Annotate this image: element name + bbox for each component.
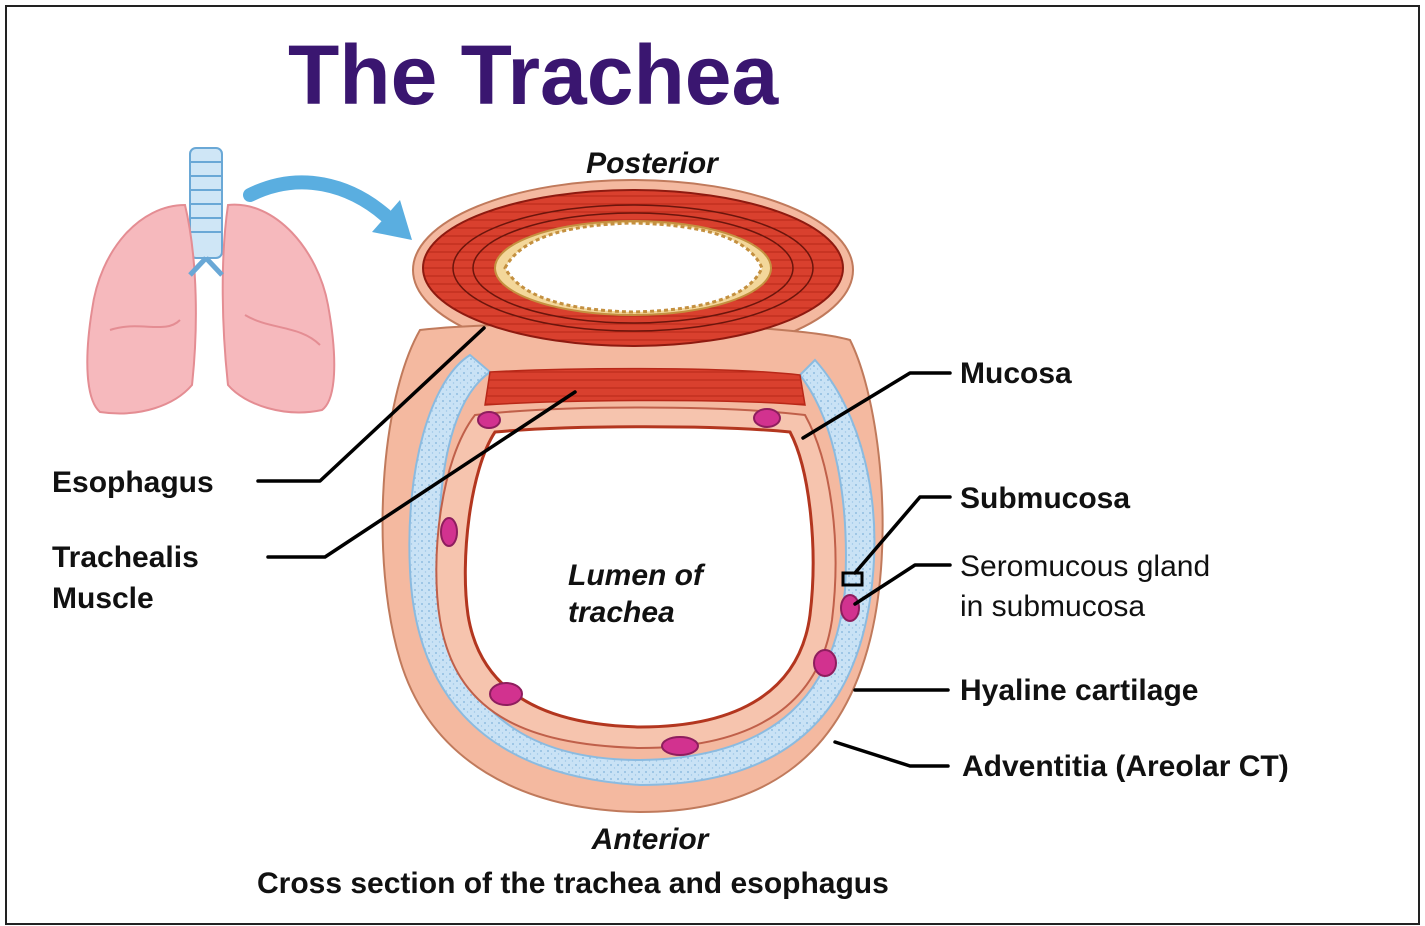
seromucous-gland <box>441 518 457 546</box>
seromucous-gland <box>814 650 836 676</box>
posterior-label: Posterior <box>586 147 720 180</box>
mucosa-label: Mucosa <box>960 357 1072 390</box>
adventitia-leader-line <box>835 742 948 766</box>
page-title: The Trachea <box>288 28 780 122</box>
lumen-label-line2: trachea <box>568 596 675 629</box>
lumen-label-line1: Lumen of <box>568 559 706 592</box>
seromucous-gland <box>754 409 780 427</box>
trachea-cross-section <box>383 180 883 812</box>
seromucous-gland <box>490 683 522 705</box>
trachealis-muscle <box>485 369 805 405</box>
seromucous-gland <box>478 412 500 428</box>
anterior-label: Anterior <box>591 823 711 856</box>
trachealis-label-line1: Trachealis <box>52 541 199 574</box>
trachealis-label-line2: Muscle <box>52 582 154 615</box>
adventitia-label: Adventitia (Areolar CT) <box>962 750 1289 783</box>
seromucous-gland <box>841 595 859 621</box>
esophagus-label: Esophagus <box>52 466 214 499</box>
seromucous-label-line2: in submucosa <box>960 590 1145 623</box>
seromucous-label-line1: Seromucous gland <box>960 550 1210 583</box>
seromucous-gland <box>662 737 698 755</box>
hyaline-label: Hyaline cartilage <box>960 674 1198 707</box>
submucosa-label: Submucosa <box>960 482 1130 515</box>
caption: Cross section of the trachea and esophag… <box>257 867 889 900</box>
